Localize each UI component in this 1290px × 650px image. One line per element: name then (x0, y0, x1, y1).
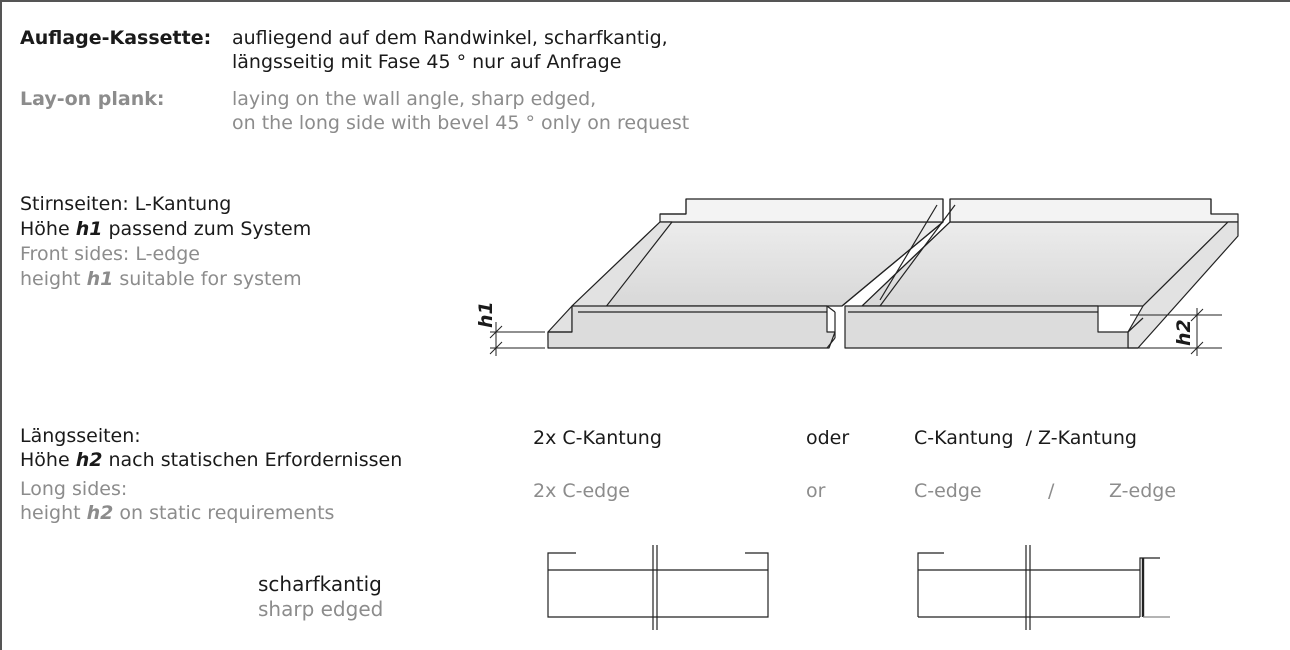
de-description-line2: längsseitig mit Fase 45 ° nur auf Anfrag… (232, 51, 622, 73)
long-de-line2: Höhe h2 nach statischen Erfordernissen (20, 449, 403, 471)
long-de-line1: Längsseiten: (20, 425, 141, 447)
frame-top-border (0, 0, 1290, 2)
front-de-line2: Höhe h1 passend zum System (20, 218, 312, 240)
option-2-en-sep: / (1048, 480, 1055, 502)
de-label: Auflage-Kassette: (20, 27, 212, 49)
right-back-edge (949, 198, 1239, 223)
option-2-en-c: C-edge (914, 480, 982, 502)
long-en-line2: height h2 on static requirements (20, 502, 335, 524)
or-de: oder (806, 427, 850, 449)
front-en-line1: Front sides: L-edge (20, 243, 200, 265)
h2-label: h2 (1173, 319, 1195, 346)
edge-en: sharp edged (258, 597, 384, 621)
left-back-edge (659, 198, 944, 223)
front-de-line1: Stirnseiten: L-Kantung (20, 193, 232, 215)
h2-dimension (1130, 308, 1222, 356)
option-1-en: 2x C-edge (533, 480, 630, 502)
frame-left-border (0, 0, 2, 650)
h1-label: h1 (475, 301, 497, 328)
en-description-line2: on the long side with bevel 45 ° only on… (232, 112, 690, 134)
en-label: Lay-on plank: (20, 88, 165, 110)
long-en-line1: Long sides: (20, 478, 128, 500)
option-2-en-z: Z-edge (1109, 480, 1177, 502)
c-z-edge-section (917, 545, 1170, 630)
option-2-de: C-Kantung / Z-Kantung (914, 427, 1137, 449)
or-en: or (806, 480, 826, 502)
front-en-line2: height h1 suitable for system (20, 268, 302, 290)
en-description-line1: laying on the wall angle, sharp edged, (232, 88, 597, 110)
edge-de: scharfkantig (258, 572, 382, 596)
de-description-line1: aufliegend auf dem Randwinkel, scharfkan… (232, 27, 668, 49)
option-1-de: 2x C-Kantung (533, 427, 662, 449)
c-edge-section (547, 545, 769, 630)
h1-dimension (489, 322, 545, 356)
